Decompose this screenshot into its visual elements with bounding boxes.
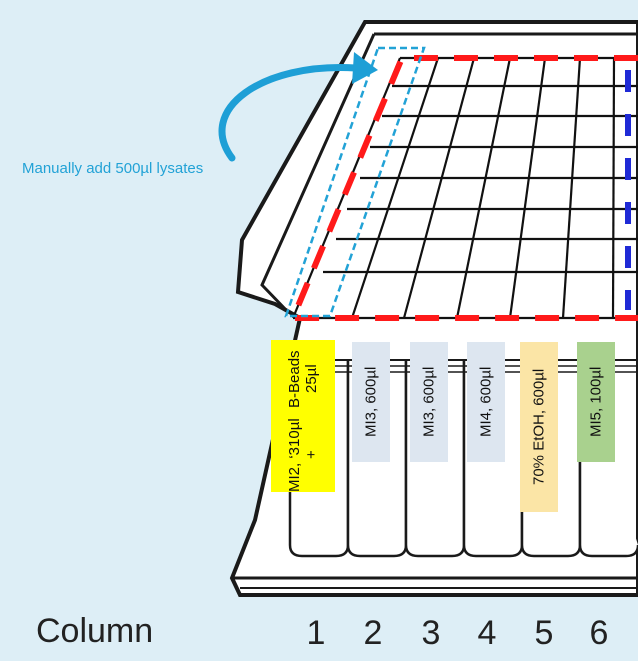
reagent-label-col4: MI4, 600µl: [467, 342, 505, 462]
plate-left-edge: [260, 33, 376, 314]
well-grid: [291, 56, 638, 320]
reagent-label-col5: 70% EtOH, 600µl: [520, 342, 558, 512]
annotation-arrow: [218, 63, 360, 162]
column-number-1: 1: [306, 614, 326, 652]
reagent-label-col6-text: MI5, 100µl: [587, 366, 605, 438]
column-number-6: 6: [589, 614, 609, 652]
reagent-label-col2: MI3, 600µl: [352, 342, 390, 462]
column-number-5: 5: [534, 614, 554, 652]
arrow-head-icon: [352, 52, 378, 84]
reagent-label-col4-text: MI4, 600µl: [477, 366, 495, 438]
reagent-label-col1-line2: B-Beads 25µl: [285, 350, 320, 408]
annotation-text: Manually add 500µl lysates: [22, 160, 204, 177]
column-label: Column: [36, 612, 154, 650]
column-number-4: 4: [477, 614, 497, 652]
column1-highlight-box: [284, 46, 426, 318]
reagent-label-col3: MI3, 600µl: [410, 342, 448, 462]
reagent-label-col3-text: MI3, 600µl: [420, 366, 438, 438]
reagent-label-col1-line1: MI2, ‘310µl +: [285, 417, 320, 492]
red-dashed-outline: [288, 55, 638, 321]
reagent-label-col6: MI5, 100µl: [577, 342, 615, 462]
reagent-label-col1: MI2, ‘310µl + B-Beads 25µl: [271, 340, 335, 492]
column-number-3: 3: [421, 614, 441, 652]
reagent-label-col5-text: 70% EtOH, 600µl: [530, 368, 548, 486]
reagent-label-col2-text: MI3, 600µl: [362, 366, 380, 438]
column-number-2: 2: [363, 614, 383, 652]
